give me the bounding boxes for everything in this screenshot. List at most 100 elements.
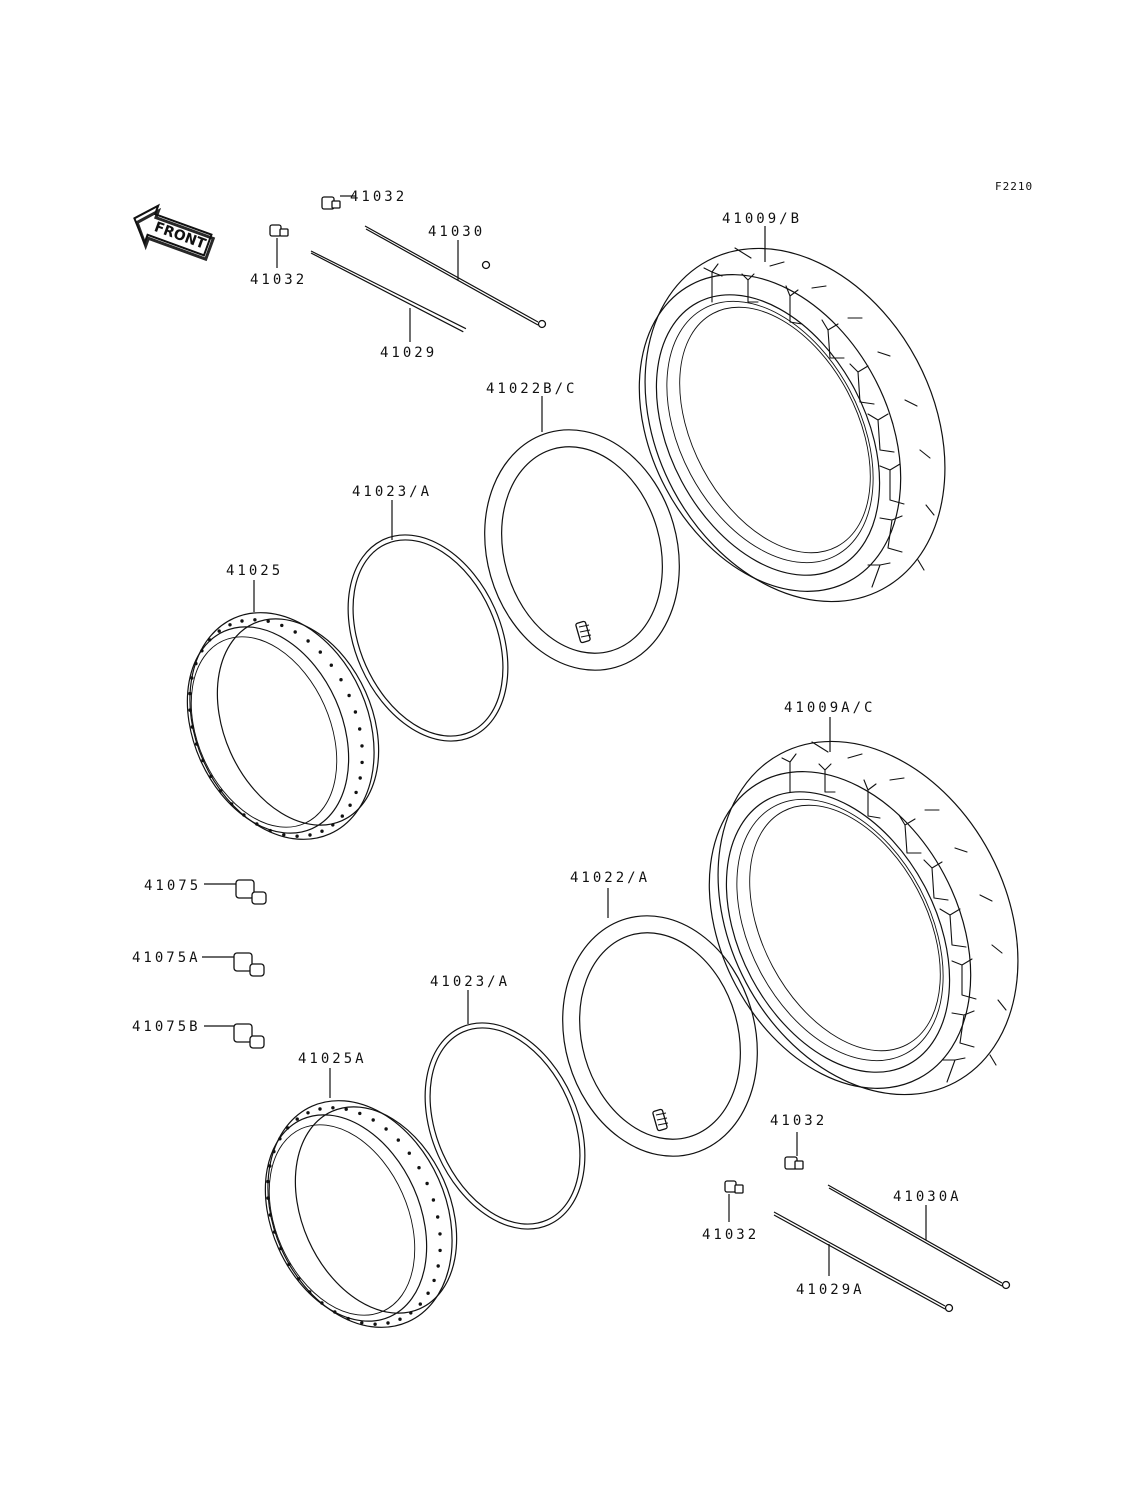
spoke-top-short [310, 250, 491, 342]
spoke-hole [425, 1181, 429, 1186]
spoke-hole [268, 1164, 272, 1168]
spoke-hole [282, 833, 286, 837]
spoke-hole [280, 623, 284, 628]
spoke-bottom-long [827, 1184, 1011, 1290]
spoke-hole [436, 1215, 440, 1219]
spoke-hole [190, 725, 194, 729]
rimband-bottom [424, 990, 586, 1230]
spoke-hole [268, 1213, 272, 1217]
balance-weight-3 [204, 1023, 265, 1049]
spoke-hole [272, 1149, 276, 1154]
spoke-hole [201, 758, 205, 763]
spoke-hole [438, 1248, 442, 1253]
spoke-hole [358, 776, 362, 780]
spoke-hole [217, 629, 221, 633]
spoke-hole [272, 1230, 277, 1234]
spoke-hole [297, 1277, 301, 1281]
rim-top [186, 580, 380, 840]
label-spoke-top-short: 41029 [380, 345, 437, 361]
spoke-hole [360, 1321, 364, 1325]
label-tube-top: 41022B/C [486, 381, 577, 397]
tube-bottom [562, 888, 758, 1157]
spoke-hole [278, 1137, 282, 1141]
spoke-hole [331, 823, 335, 827]
spoke-hole [354, 790, 358, 795]
spoke-top-long [364, 225, 547, 329]
spoke-hole [209, 774, 213, 778]
label-rimband-top: 41023/A [352, 484, 432, 500]
label-valve-top-a: 41032 [350, 189, 407, 205]
tire-bottom [708, 717, 1019, 1096]
spoke-hole [407, 1151, 411, 1155]
spoke-hole [308, 833, 312, 837]
label-weight-3: 41075B [132, 1019, 201, 1035]
spoke-hole [360, 760, 364, 765]
spoke-hole [295, 1117, 299, 1121]
spoke-hole [371, 1118, 375, 1122]
label-rimband-bottom: 41023/A [430, 974, 510, 990]
balance-weight-2 [202, 952, 265, 977]
spoke-hole [318, 650, 322, 654]
label-weight-2: 41075A [132, 950, 201, 966]
spoke-hole [242, 813, 246, 817]
spoke-hole [333, 1310, 337, 1314]
spoke-hole [253, 618, 257, 622]
spoke-hole [188, 708, 192, 712]
spoke-hole [306, 639, 310, 643]
rimband-top [347, 500, 509, 742]
spoke-hole [228, 623, 232, 627]
spoke-hole [295, 834, 299, 838]
spoke-hole [219, 789, 223, 793]
spoke-hole [436, 1264, 440, 1268]
spoke-hole [386, 1321, 390, 1325]
spoke-hole [373, 1322, 377, 1326]
spoke-hole [348, 803, 352, 807]
spoke-hole [194, 661, 198, 666]
label-tire-bottom: 41009A/C [784, 700, 875, 716]
rim-bottom [264, 1068, 458, 1328]
label-weight-1: 41075 [144, 878, 201, 894]
spoke-hole [279, 1246, 283, 1251]
spoke-hole [331, 1106, 335, 1110]
spoke-hole [431, 1198, 436, 1202]
spoke-hole [432, 1278, 436, 1283]
spoke-hole [358, 1111, 362, 1116]
label-rim-bottom: 41025A [298, 1051, 367, 1067]
spoke-hole [268, 828, 272, 833]
spoke-hole [266, 619, 270, 623]
spoke-hole [286, 1126, 290, 1130]
spoke-hole [200, 649, 204, 653]
spoke-hole [306, 1111, 310, 1115]
tire-top [638, 226, 946, 603]
spoke-hole [287, 1262, 291, 1267]
spoke-hole [396, 1138, 400, 1142]
spoke-hole [329, 663, 333, 667]
spoke-hole [240, 619, 244, 623]
label-rim-top: 41025 [226, 563, 283, 579]
label-valve-top-b: 41032 [250, 272, 307, 288]
spoke-hole [347, 693, 351, 698]
label-tube-bottom: 41022/A [570, 870, 650, 886]
spoke-hole [426, 1291, 430, 1295]
spoke-hole [346, 1316, 350, 1321]
spoke-hole [358, 727, 362, 731]
spoke-hole [190, 676, 194, 680]
spoke-hole [344, 1107, 348, 1111]
spoke-bottom-short [773, 1211, 954, 1313]
spoke-hole [418, 1302, 422, 1306]
spoke-hole [384, 1127, 388, 1131]
spoke-hole [318, 1107, 322, 1111]
spoke-hole [398, 1317, 402, 1321]
spoke-hole [188, 691, 192, 696]
spoke-hole [208, 638, 212, 642]
spoke-hole [360, 744, 364, 748]
label-spoke-bottom-long: 41030A [893, 1189, 962, 1205]
label-valve-bottom-b: 41032 [702, 1227, 759, 1243]
valve-top-a [321, 195, 356, 210]
valve-bottom-a [784, 1132, 804, 1170]
spoke-hole [255, 822, 259, 826]
spoke-hole [230, 802, 234, 806]
spoke-hole [438, 1232, 442, 1236]
valve-top-b [269, 224, 289, 268]
